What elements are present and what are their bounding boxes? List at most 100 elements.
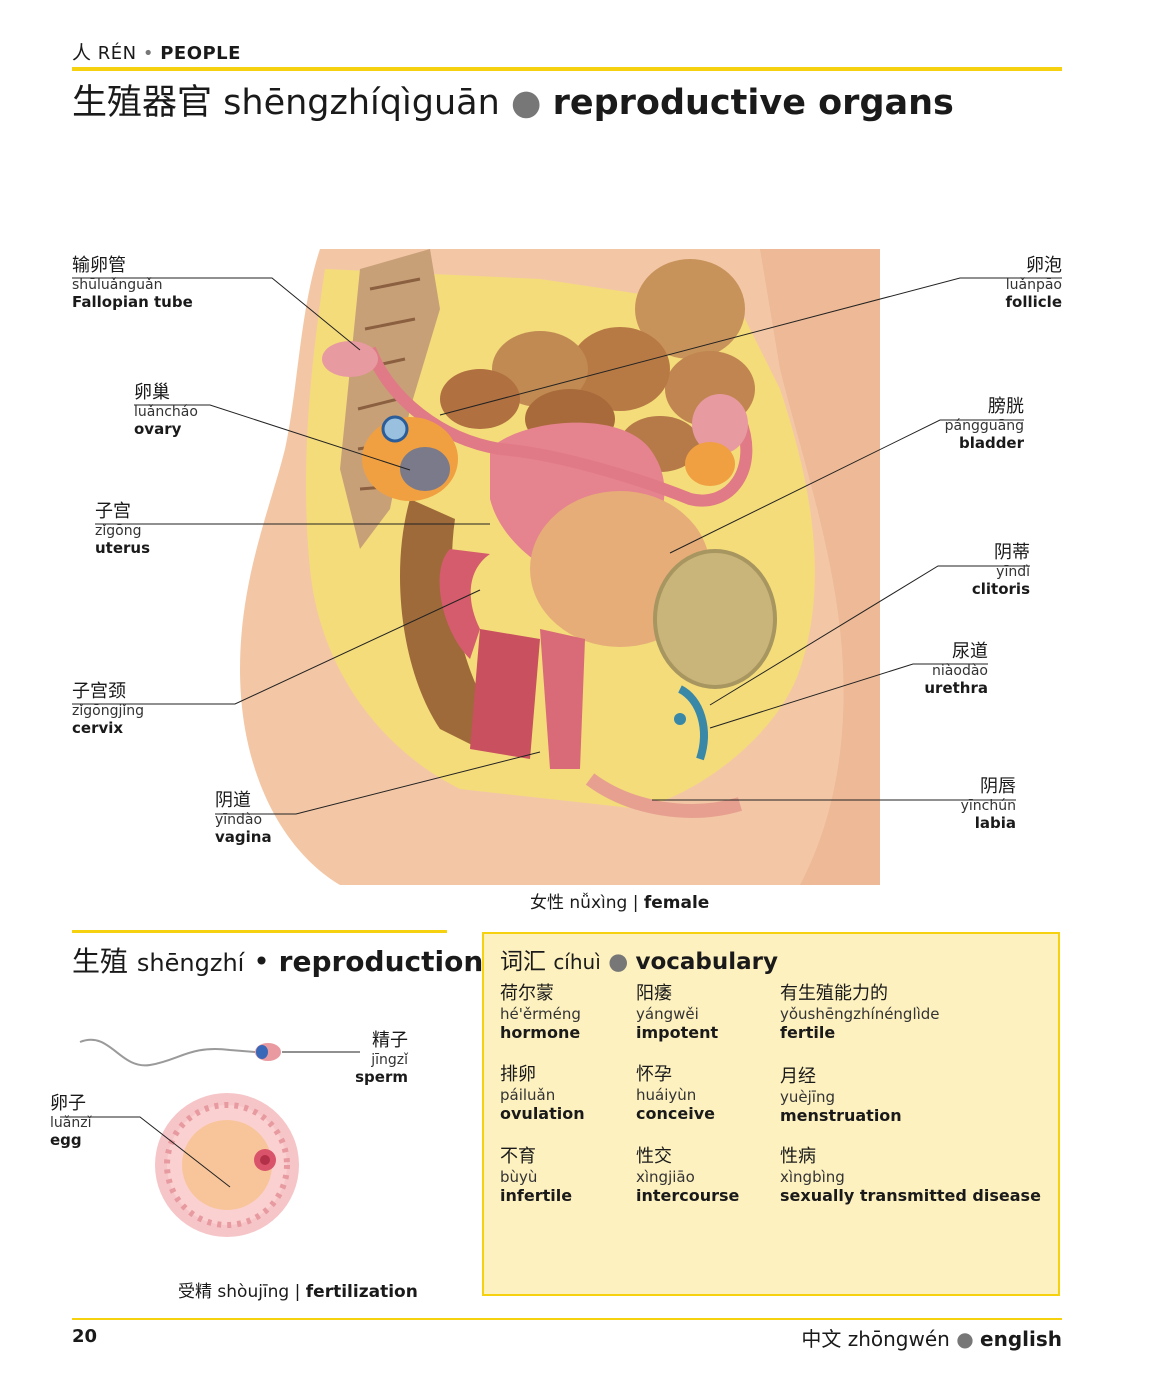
vocab-zh: 月经: [780, 1066, 816, 1087]
vocab-zh: 排卵: [500, 1064, 536, 1085]
caption-fertilization: 受精 shòujīng | fertilization: [178, 1282, 418, 1302]
label-fallopian-zh: 输卵管: [72, 255, 126, 276]
vocab-pinyin: xìngbìng: [780, 1167, 845, 1186]
label-vagina-zh: 阴道: [215, 790, 251, 811]
label-follicle-en: follicle: [1005, 293, 1062, 312]
label-uterus-zh: 子宫: [95, 501, 131, 522]
caption-fertilization-pinyin: shòujīng: [217, 1282, 290, 1302]
label-bladder-pinyin: pángguāng: [944, 417, 1024, 434]
vocab-pinyin: hé'ěrméng: [500, 1004, 581, 1023]
vocab-en: intercourse: [636, 1186, 740, 1206]
vocab-zh: 阳痿: [636, 983, 672, 1004]
vocab-item: 排卵 páiluǎn ovulation: [500, 1064, 585, 1124]
vocabulary-title-en: vocabulary: [635, 949, 779, 975]
vocab-pinyin: yǒushēngzhínénglìde: [780, 1004, 940, 1023]
section-label: 人 RÉN • PEOPLE: [72, 42, 241, 64]
label-egg: 卵子 luǎnzǐ egg: [50, 1093, 91, 1149]
section-label-pinyin: RÉN: [97, 43, 137, 64]
page-title-pinyin: shēngzhíqìguān: [223, 83, 500, 123]
label-egg-en: egg: [50, 1131, 82, 1150]
top-divider: [72, 67, 1062, 71]
body-thigh-shade: [760, 249, 880, 885]
label-clitoris-zh: 阴蒂: [994, 542, 1030, 563]
label-follicle-zh: 卵泡: [1026, 255, 1062, 276]
label-follicle: 卵泡 luǎnpāo follicle: [1006, 255, 1062, 311]
footer-language-zh: 中文: [801, 1327, 842, 1351]
label-ovary-en: ovary: [134, 420, 182, 439]
vocabulary-title-pinyin: cíhuì: [553, 950, 601, 974]
vocabulary-title: 词汇 cíhuì ● vocabulary: [500, 949, 779, 975]
label-uterus: 子宫 zǐgōng uterus: [95, 501, 150, 557]
label-uterus-pinyin: zǐgōng: [95, 522, 142, 539]
label-urethra: 尿道 niàodào urethra: [924, 641, 988, 697]
label-urethra-zh: 尿道: [952, 641, 988, 662]
page-title-zh: 生殖器官: [72, 83, 213, 123]
label-vagina-en: vagina: [215, 828, 272, 847]
reproduction-title-en: reproduction: [278, 945, 484, 978]
pubic-bone: [653, 549, 777, 689]
label-cervix-zh: 子宫颈: [72, 681, 126, 702]
follicle-far: [685, 442, 735, 486]
vocab-item: 荷尔蒙 hé'ěrméng hormone: [500, 983, 581, 1043]
anatomy-leader-lines: [72, 277, 1062, 815]
label-clitoris-en: clitoris: [971, 580, 1030, 599]
vocab-pinyin: yuèjīng: [780, 1087, 835, 1106]
vocab-en: infertile: [500, 1186, 573, 1206]
clitoris: [677, 685, 708, 761]
female-anatomy-illustration: [240, 249, 880, 885]
vocab-item: 阳痿 yángwěi impotent: [636, 983, 718, 1043]
label-fallopian-en: Fallopian tube: [72, 293, 193, 312]
sacrum: [340, 249, 440, 549]
caption-fertilization-en: fertilization: [305, 1282, 418, 1302]
label-ovary-pinyin: luǎncháo: [134, 403, 198, 420]
vocab-item: 月经 yuèjīng menstruation: [780, 1066, 902, 1126]
vocab-item: 有生殖能力的 yǒushēngzhínénglìde fertile: [780, 983, 940, 1043]
label-sperm-pinyin: jīngzǐ: [371, 1051, 408, 1068]
caption-female-pinyin: nǚxìng: [569, 893, 628, 913]
sperm-nucleus: [256, 1045, 268, 1059]
sperm-tail: [79, 1038, 256, 1067]
vocab-pinyin: bùyù: [500, 1167, 538, 1186]
egg: [155, 1093, 299, 1237]
label-labia-pinyin: yīnchún: [960, 797, 1016, 814]
label-vagina-pinyin: yīndào: [215, 811, 263, 828]
page-title-en: reproductive organs: [552, 83, 954, 123]
label-urethra-en: urethra: [924, 679, 988, 698]
label-ovary: 卵巢 luǎncháo ovary: [134, 382, 198, 438]
caption-fertilization-zh: 受精: [178, 1282, 212, 1302]
label-cervix: 子宫颈 zǐgōngjǐng cervix: [72, 681, 144, 737]
reproduction-title: 生殖 shēngzhí • reproduction: [72, 945, 484, 978]
vocab-zh: 有生殖能力的: [780, 983, 888, 1004]
label-labia-zh: 阴唇: [980, 776, 1016, 797]
vocab-zh: 性交: [636, 1146, 672, 1167]
footer-language: 中文 zhōngwén ● english: [801, 1327, 1062, 1351]
label-vagina: 阴道 yīndào vagina: [215, 790, 272, 846]
vocab-pinyin: xìngjiāo: [636, 1167, 695, 1186]
page-title: 生殖器官 shēngzhíqìguān ● reproductive organ…: [72, 83, 954, 123]
vocab-zh: 不育: [500, 1146, 536, 1167]
vocabulary-panel: [482, 932, 1060, 1296]
label-sperm-zh: 精子: [372, 1030, 408, 1051]
labia: [585, 773, 743, 818]
caption-female: 女性 nǚxìng | female: [530, 893, 710, 913]
label-bladder-zh: 膀胱: [988, 396, 1024, 417]
reproduction-divider: [72, 930, 447, 933]
vocabulary-title-zh: 词汇: [500, 949, 546, 975]
vocab-zh: 怀孕: [636, 1064, 672, 1085]
vocab-en: sexually transmitted disease: [780, 1186, 1041, 1206]
label-clitoris: 阴蒂 yīndì clitoris: [972, 542, 1030, 598]
label-clitoris-pinyin: yīndì: [996, 563, 1030, 580]
label-follicle-pinyin: luǎnpāo: [1005, 276, 1062, 293]
ovary-follicle-small: [381, 415, 409, 443]
label-bladder: 膀胱 pángguāng bladder: [945, 396, 1024, 452]
page-number: 20: [72, 1326, 98, 1347]
vocab-en: impotent: [636, 1023, 719, 1043]
vocab-en: hormone: [500, 1023, 581, 1043]
fallopian-tube: [364, 346, 753, 507]
vocab-item: 不育 bùyù infertile: [500, 1146, 572, 1206]
reproduction-title-pinyin: shēngzhí: [136, 949, 245, 977]
reproduction-title-zh: 生殖: [72, 945, 129, 978]
caption-female-en: female: [643, 893, 710, 913]
fimbriae: [322, 341, 748, 454]
label-egg-zh: 卵子: [50, 1093, 86, 1114]
